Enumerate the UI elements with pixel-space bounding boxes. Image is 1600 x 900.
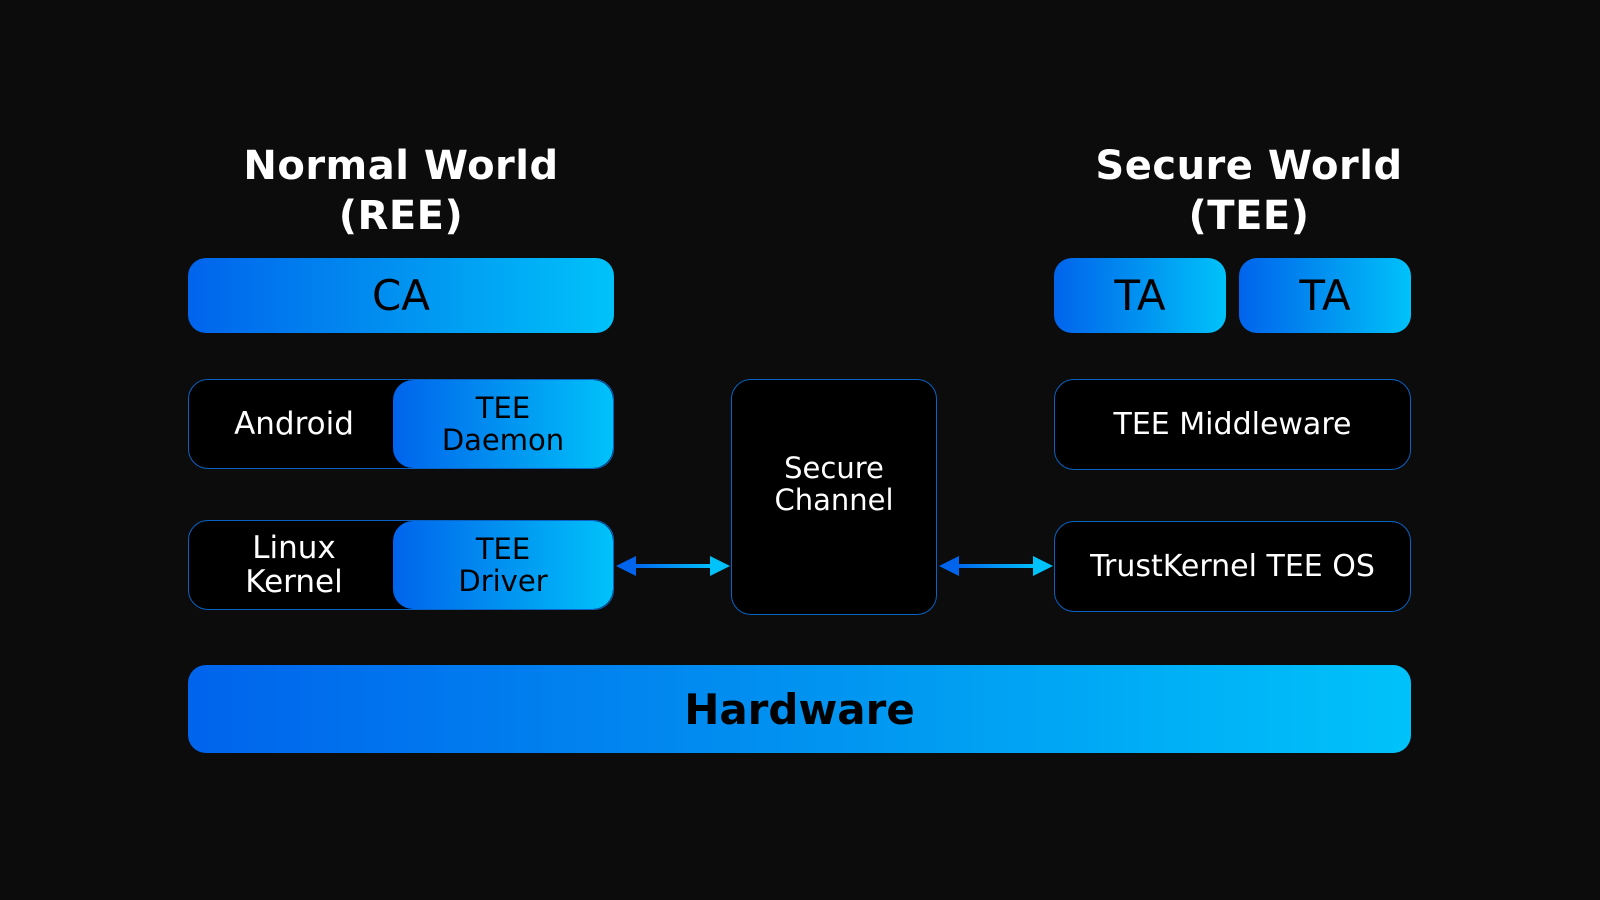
normal-world-heading: Normal World (REE) xyxy=(188,141,614,241)
tee-os-label: TrustKernel TEE OS xyxy=(1090,549,1375,584)
ca-label: CA xyxy=(371,271,431,320)
normal-world-title: Normal World xyxy=(243,143,559,189)
ta-box-2: TA xyxy=(1239,258,1411,333)
bidirectional-arrow-right xyxy=(939,556,1053,576)
secure-channel-box: Secure Channel xyxy=(731,379,937,615)
tee-middleware-label: TEE Middleware xyxy=(1113,407,1352,442)
android-layer: Android TEE Daemon xyxy=(188,379,614,469)
secure-channel-label: Secure Channel xyxy=(774,451,894,517)
hardware-box: Hardware xyxy=(188,665,1411,753)
secure-world-subtitle: (TEE) xyxy=(1188,193,1310,239)
hardware-label: Hardware xyxy=(684,684,915,734)
ca-box: CA xyxy=(188,258,614,333)
secure-world-title: Secure World xyxy=(1095,143,1403,189)
normal-world-subtitle: (REE) xyxy=(338,193,464,239)
linux-kernel-layer: Linux Kernel TEE Driver xyxy=(188,520,614,610)
android-label: Android xyxy=(234,406,354,442)
ta-box-1: TA xyxy=(1054,258,1226,333)
secure-world-heading: Secure World (TEE) xyxy=(1054,141,1444,241)
tee-os-box: TrustKernel TEE OS xyxy=(1054,521,1411,612)
tee-daemon-box: TEE Daemon xyxy=(393,380,613,468)
linux-kernel-label: Linux Kernel xyxy=(245,530,343,600)
tee-driver-box: TEE Driver xyxy=(393,521,613,609)
ta-label: TA xyxy=(1299,271,1351,320)
bidirectional-arrow-left xyxy=(616,556,730,576)
ta-label: TA xyxy=(1114,271,1166,320)
tee-middleware-box: TEE Middleware xyxy=(1054,379,1411,470)
